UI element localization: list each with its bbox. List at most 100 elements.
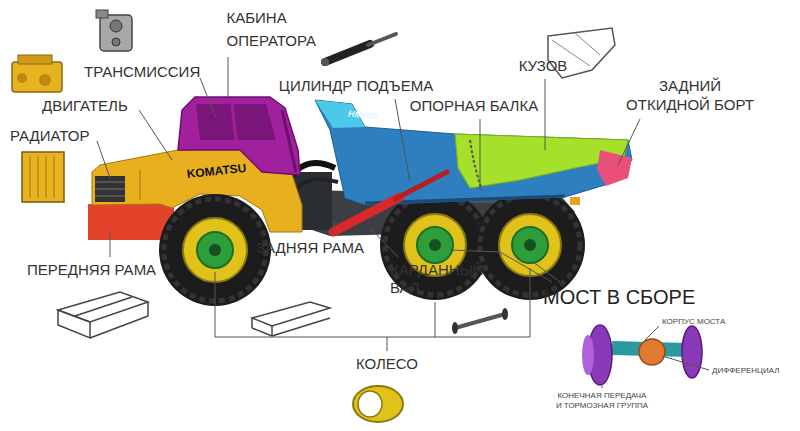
axle-icon [582, 325, 702, 385]
frame-line [271, 326, 273, 336]
brake-disc [582, 335, 594, 375]
frame-line [251, 318, 253, 328]
rim [499, 214, 561, 276]
radiator-fin [38, 156, 39, 198]
leader-line [618, 119, 640, 165]
leader-line [228, 57, 229, 97]
leader-line [545, 79, 546, 150]
rim [404, 214, 466, 276]
radiator-fin [46, 156, 47, 198]
panel-seam [140, 170, 141, 200]
grille-bar [95, 189, 125, 190]
wheel-rim [353, 386, 403, 422]
cylinder-eye [321, 58, 329, 66]
leader-line [395, 99, 410, 182]
leader-line [110, 232, 111, 257]
frame-line [272, 318, 330, 336]
engine-block [12, 62, 62, 92]
bracket [215, 268, 530, 337]
tailgate [597, 150, 632, 186]
sub-part-label: КОРПУС МОСТА [662, 317, 727, 327]
hub-center [429, 239, 441, 251]
radiator-icon [22, 152, 64, 202]
hub-center [524, 239, 536, 251]
gear [110, 20, 122, 32]
engine-pulley [39, 74, 51, 86]
grille-bar [95, 182, 125, 183]
transmission-icon [96, 10, 132, 51]
engine-head [18, 55, 52, 64]
gearbox [100, 15, 132, 51]
wheel-bore [358, 391, 382, 417]
grille-bar [95, 196, 125, 197]
radiator-core [22, 152, 64, 202]
part-label: КАРДАННЫЙ ВАЛ [390, 261, 393, 297]
hub [417, 227, 453, 263]
shaft-flange [452, 322, 458, 334]
part-label: ЦИЛИНДР ПОДЪЕМА [278, 77, 434, 95]
engine-pulley [17, 73, 27, 83]
gear [112, 38, 120, 46]
part-label: МОСТ В СБОРЕ [543, 285, 697, 309]
frame-outline [58, 310, 90, 338]
differential [639, 339, 665, 365]
part-label: ТРАНСМИССИЯ [84, 63, 202, 81]
dump-body [315, 100, 632, 205]
frame-line [252, 328, 272, 336]
radiator-fin [54, 156, 55, 198]
brand-mark: KOMATSU [185, 162, 247, 181]
tire [380, 190, 490, 300]
leader-line [533, 262, 560, 282]
flange [96, 10, 108, 18]
body-line [575, 33, 600, 55]
hose [292, 179, 338, 195]
leader-line [450, 250, 552, 282]
rops-frame [282, 110, 296, 172]
hub [512, 227, 548, 263]
cylinder-rod [395, 172, 447, 199]
hub [197, 232, 233, 268]
hub-center [209, 244, 221, 256]
radiator-fin [30, 156, 31, 198]
window-frame [232, 104, 236, 140]
cylinder-rod [368, 34, 396, 45]
final-drive [682, 326, 702, 378]
bracket [435, 302, 436, 337]
part-label: КАБИНА ОПЕРАТОРА [227, 6, 230, 53]
front-frame [88, 204, 174, 240]
leader-line [602, 386, 603, 388]
bracket [387, 337, 388, 351]
leader-line [330, 222, 335, 236]
lift-cylinder [333, 197, 400, 232]
part-label: ЗАДНЯЯ РАМА [256, 239, 365, 257]
hinge [570, 197, 580, 205]
drive-shaft-icon [452, 308, 508, 334]
frame-line [147, 302, 149, 316]
part-label: КУЗОВ [518, 57, 568, 75]
leader-line [662, 356, 709, 370]
leader-line [370, 228, 398, 257]
part-label: ЗАДНИЙ ОТКИДНОЙ БОРТ [626, 76, 755, 114]
leader-line [480, 119, 481, 190]
sub-part-label: ДИФФЕРЕНЦИАЛ [712, 366, 781, 376]
part-label: КОЛЕСО [355, 355, 419, 373]
rear-frame-icon [252, 302, 330, 336]
frame-line [90, 316, 148, 338]
part-label: ПЕРЕДНЯЯ РАМА [27, 261, 158, 279]
leader-line [200, 78, 216, 118]
wheel-icon [353, 386, 403, 422]
frame-outline [58, 292, 148, 322]
model-mark: HM400 [346, 109, 378, 122]
part-label: ДВИГАТЕЛЬ [42, 97, 129, 115]
shaft [455, 314, 505, 328]
leader-lines [97, 57, 709, 388]
sub-part-label: КОНЕЧНАЯ ПЕРЕДАЧА И ТОРМОЗНАЯ ГРУППА [555, 391, 649, 412]
shaft-flange [502, 308, 508, 320]
leader-line [645, 326, 659, 340]
tread [385, 195, 485, 295]
leader-line [139, 110, 172, 160]
grille [95, 176, 125, 202]
cab-window [196, 104, 276, 140]
frame-line [75, 297, 132, 316]
